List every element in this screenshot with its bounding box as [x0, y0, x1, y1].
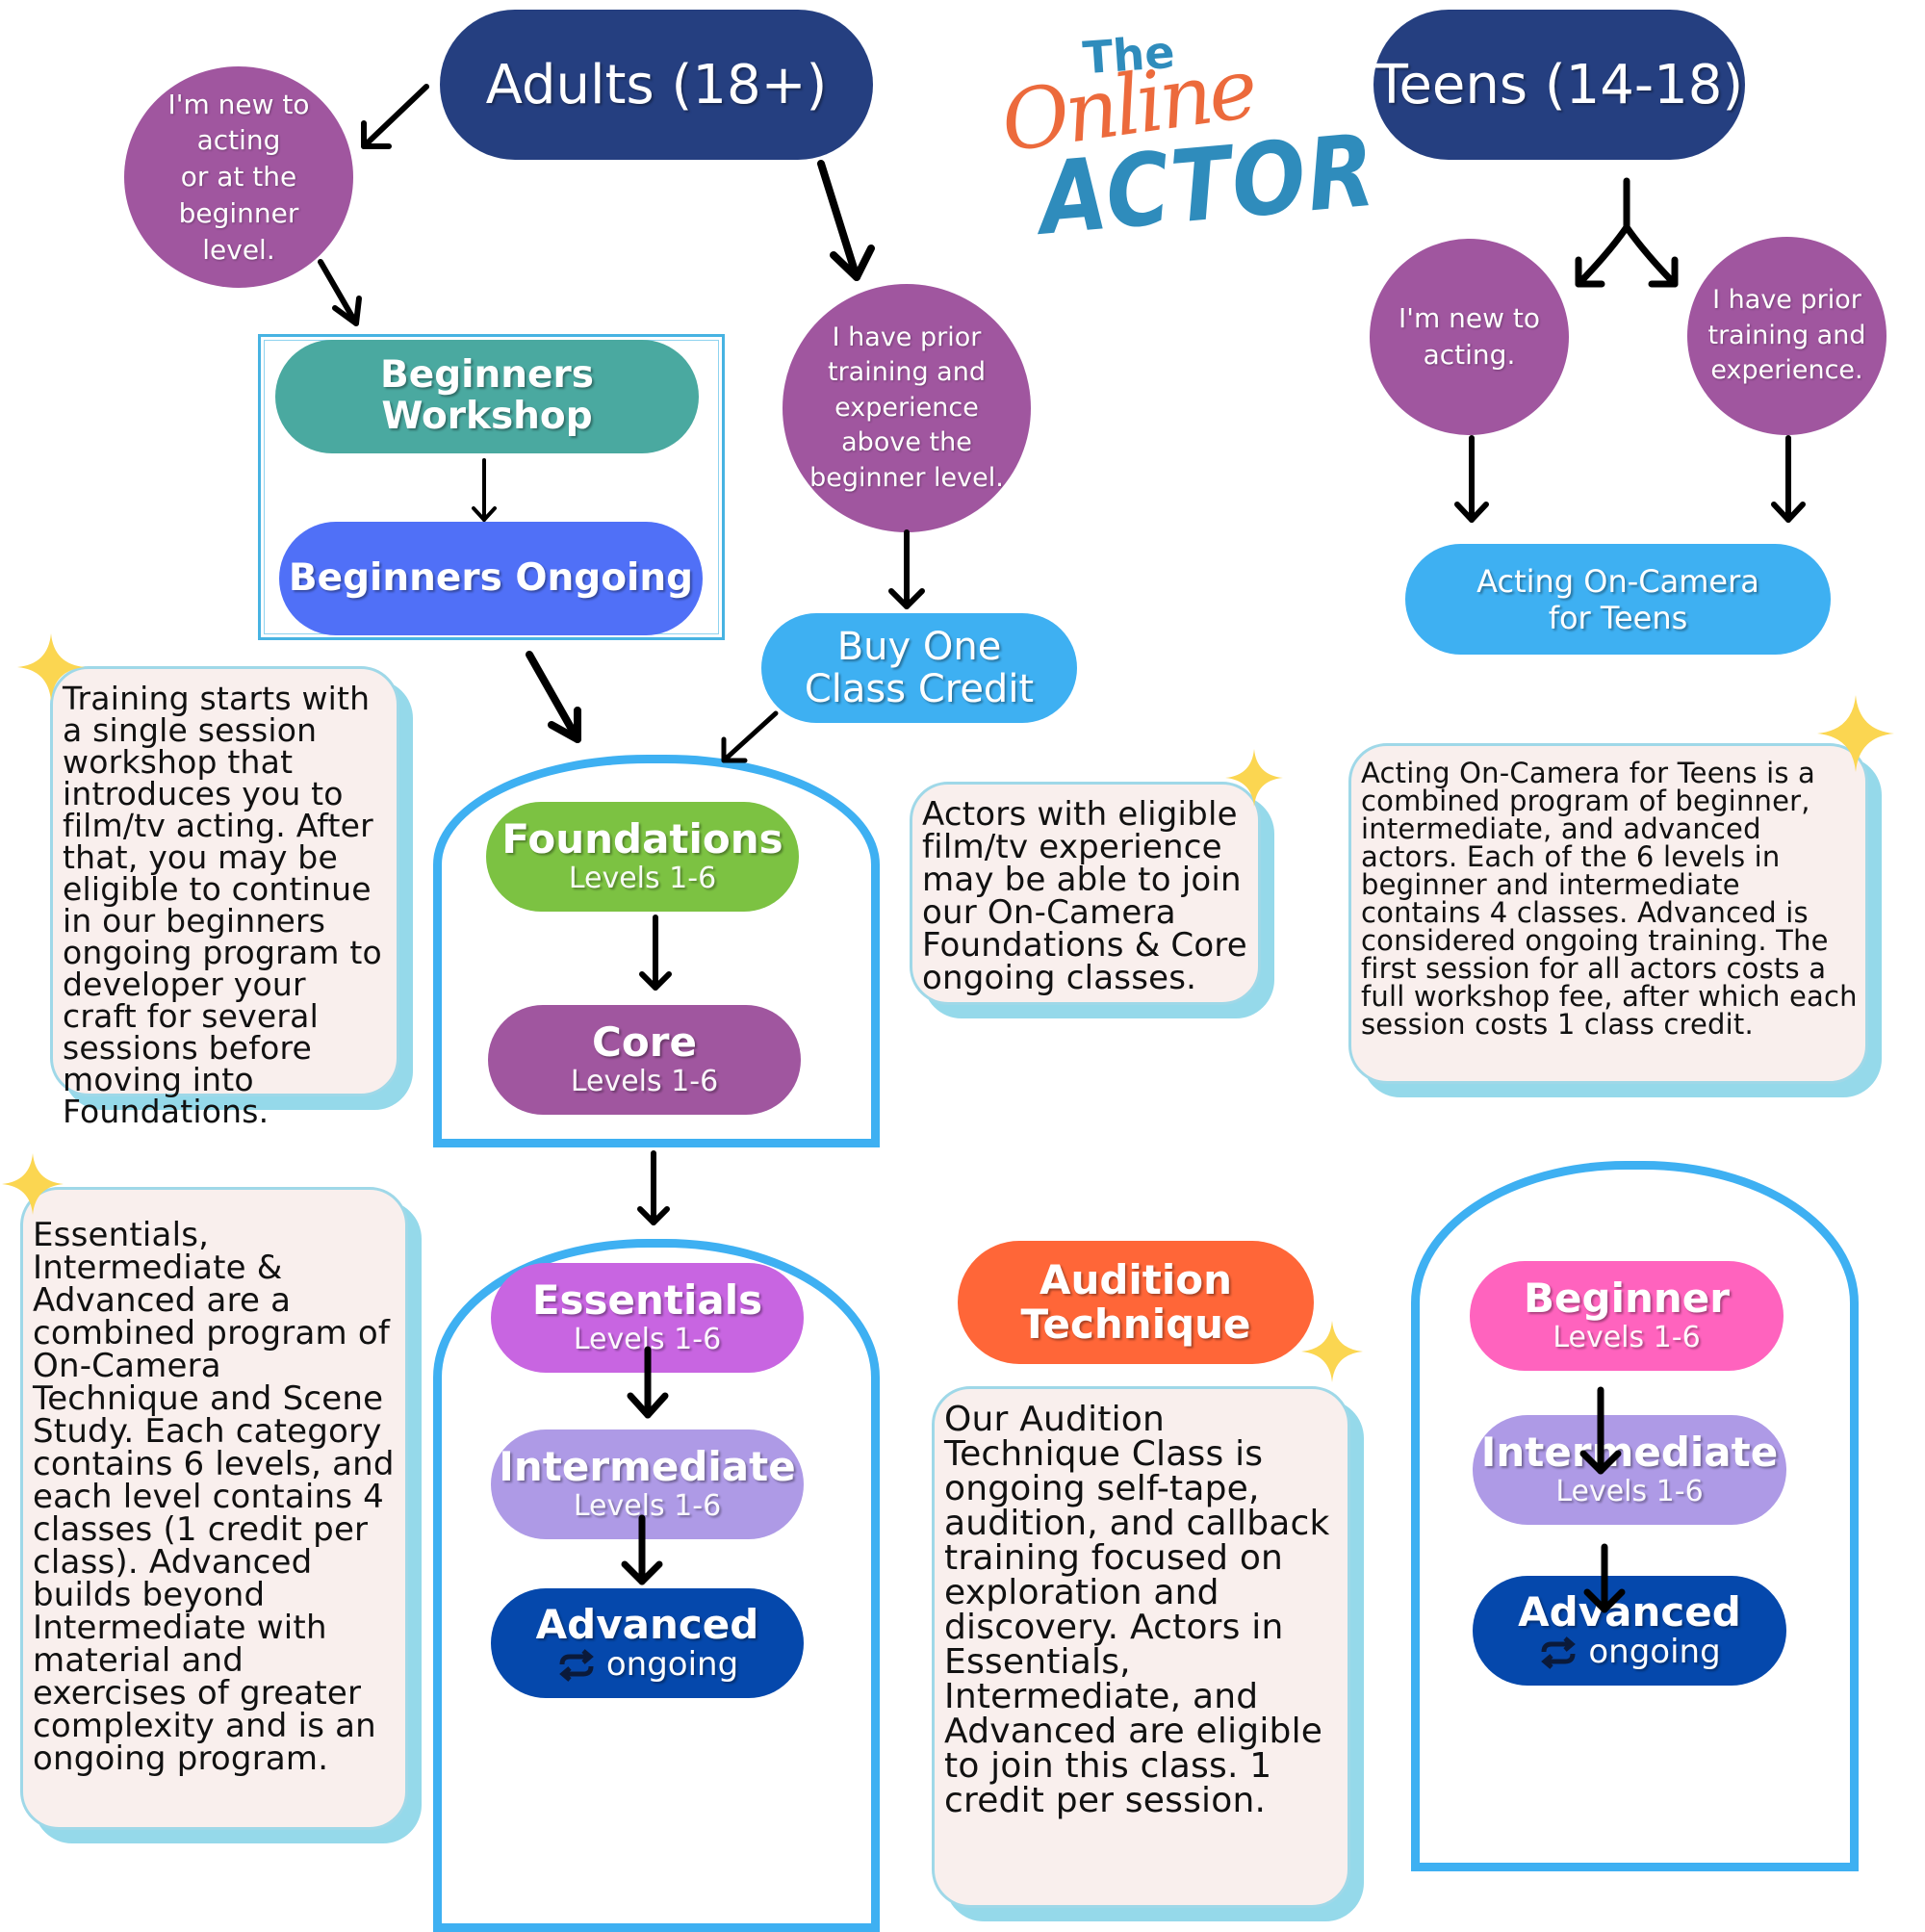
teen-intermediate-pill[interactable]: Intermediate Levels 1-6	[1473, 1415, 1786, 1525]
teen-advanced-title: Advanced	[1518, 1588, 1741, 1636]
actors-eligible-description-text: Actors with eligible film/tv experience …	[922, 795, 1247, 997]
sparkle-icon	[1301, 1321, 1363, 1382]
foundations-levels: Levels 1-6	[568, 862, 717, 896]
arrow-teens-new-to-program	[1454, 435, 1489, 523]
beginners-workshop-pill[interactable]: Beginners Workshop	[275, 340, 699, 453]
essentials-description: Essentials, Intermediate & Advanced are …	[20, 1187, 408, 1830]
core-levels: Levels 1-6	[570, 1065, 719, 1099]
essentials-pill[interactable]: Essentials Levels 1-6	[491, 1263, 804, 1373]
sparkle-icon	[2, 1153, 64, 1215]
teens-prior-circle-label: I have prior training and experience.	[1707, 285, 1866, 386]
repeat-icon	[1541, 1636, 1577, 1669]
adult-intermediate-levels: Levels 1-6	[573, 1489, 722, 1524]
adults-new-circle-label: I'm new to acting or at the beginner lev…	[167, 88, 310, 266]
adult-advanced-ongoing-label: ongoing	[605, 1645, 739, 1685]
core-pill[interactable]: Core Levels 1-6	[488, 1005, 801, 1115]
foundations-title: Foundations	[501, 814, 783, 863]
teen-beginner-title: Beginner	[1524, 1274, 1730, 1322]
essentials-title: Essentials	[531, 1275, 763, 1324]
adults-prior-circle[interactable]: I have prior training and experience abo…	[783, 284, 1031, 532]
teens-header[interactable]: Teens (14-18)	[1373, 10, 1745, 160]
essentials-description-text: Essentials, Intermediate & Advanced are …	[33, 1216, 395, 1778]
teens-program-description: Acting On-Camera for Teens is a combined…	[1348, 743, 1868, 1084]
teen-intermediate-title: Intermediate	[1480, 1428, 1779, 1476]
teens-program-pill[interactable]: Acting On-Camera for Teens	[1405, 544, 1831, 655]
teens-header-label: Teens (14-18)	[1374, 53, 1744, 116]
actors-eligible-description: Actors with eligible film/tv experience …	[910, 782, 1261, 1005]
teens-program-line2: for Teens	[1548, 599, 1688, 636]
teens-new-circle[interactable]: I'm new to acting.	[1370, 239, 1569, 435]
teen-advanced-pill[interactable]: Advanced ongoing	[1473, 1576, 1786, 1686]
buy-credit-pill[interactable]: Buy One Class Credit	[761, 613, 1077, 723]
beginners-box	[258, 334, 725, 640]
arrow-teens-prior-to-program	[1771, 435, 1806, 523]
teen-intermediate-levels: Levels 1-6	[1555, 1475, 1704, 1509]
arrow-teens-split	[1575, 177, 1679, 288]
arrow-adults-to-new	[361, 84, 429, 149]
adult-advanced-title: Advanced	[535, 1601, 759, 1649]
teens-program-description-text: Acting On-Camera for Teens is a combined…	[1361, 757, 1858, 1041]
teen-advanced-ongoing: ongoing	[1538, 1633, 1721, 1672]
audition-description: Our Audition Technique Class is ongoing …	[932, 1386, 1350, 1908]
teens-program-line1: Acting On-Camera	[1476, 562, 1759, 600]
adult-intermediate-pill[interactable]: Intermediate Levels 1-6	[491, 1430, 804, 1539]
audition-title-line1: Audition	[1039, 1255, 1233, 1303]
core-title: Core	[592, 1018, 697, 1066]
adults-header[interactable]: Adults (18+)	[440, 10, 873, 160]
audition-title-line2: Technique	[1020, 1301, 1251, 1348]
teen-beginner-pill[interactable]: Beginner Levels 1-6	[1470, 1261, 1784, 1371]
sparkle-icon	[1225, 749, 1283, 807]
audition-description-text: Our Audition Technique Class is ongoing …	[944, 1400, 1330, 1820]
foundations-pill[interactable]: Foundations Levels 1-6	[486, 802, 799, 912]
repeat-icon	[559, 1649, 594, 1682]
beginners-workshop-label: Beginners Workshop	[380, 353, 594, 438]
sparkle-icon	[17, 633, 85, 701]
arrow-beginners-to-foundations	[526, 651, 581, 743]
adults-new-circle[interactable]: I'm new to acting or at the beginner lev…	[124, 66, 353, 288]
buy-credit-line1: Buy One	[836, 625, 1002, 669]
essentials-levels: Levels 1-6	[573, 1323, 722, 1357]
beginners-ongoing-pill[interactable]: Beginners Ongoing	[279, 522, 703, 635]
beginners-ongoing-label: Beginners Ongoing	[288, 555, 694, 600]
teens-prior-circle[interactable]: I have prior training and experience.	[1687, 237, 1886, 435]
training-description: Training starts with a single session wo…	[50, 666, 399, 1127]
training-description-text: Training starts with a single session wo…	[63, 680, 382, 1130]
adults-prior-circle-label: I have prior training and experience abo…	[809, 322, 1004, 493]
audition-pill[interactable]: Audition Technique	[958, 1241, 1314, 1364]
adult-intermediate-title: Intermediate	[499, 1442, 796, 1490]
teens-new-circle-label: I'm new to acting.	[1398, 302, 1540, 371]
teen-beginner-levels: Levels 1-6	[1553, 1321, 1701, 1355]
sparkle-icon	[1817, 695, 1894, 772]
teen-advanced-ongoing-label: ongoing	[1588, 1633, 1721, 1672]
arrow-new-to-beginners	[318, 259, 362, 326]
adults-header-label: Adults (18+)	[485, 53, 828, 116]
buy-credit-line2: Class Credit	[804, 667, 1035, 711]
adult-advanced-ongoing: ongoing	[556, 1645, 739, 1685]
arrow-credit-to-foundations	[721, 710, 779, 763]
logo: The Online ACTOR	[995, 26, 1380, 258]
arrow-adults-to-prior	[817, 160, 875, 281]
arrow-prior-to-credit	[888, 529, 925, 609]
adult-advanced-pill[interactable]: Advanced ongoing	[491, 1588, 804, 1698]
arrow-core-to-essentials	[637, 1150, 670, 1225]
